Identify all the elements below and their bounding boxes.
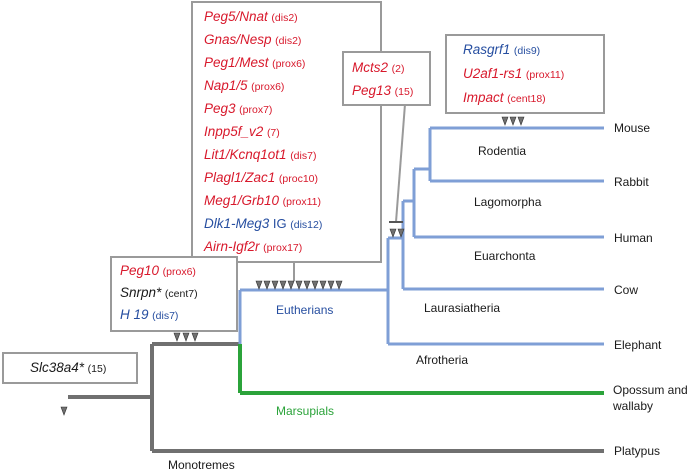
gene-location: (15) bbox=[87, 363, 107, 375]
gene-name: Peg3 bbox=[204, 101, 236, 116]
clade-eutherians: Eutherians bbox=[276, 303, 334, 317]
gene-name: Mcts2 bbox=[352, 60, 389, 75]
gene-location: (prox7) bbox=[239, 104, 273, 116]
species-rabbit: Rabbit bbox=[614, 175, 649, 189]
gene-name: H 19 bbox=[120, 307, 149, 322]
species-cow: Cow bbox=[614, 283, 639, 297]
gene-entry: Mcts2 (2) bbox=[352, 58, 404, 79]
gene-name: U2af1-rs1 bbox=[463, 66, 523, 81]
gene-name: Peg10 bbox=[120, 263, 160, 278]
gene-name: Peg13 bbox=[352, 83, 392, 98]
therian-gene-box: Peg10 (prox6)Snrpn* (cent7)H 19 (dis7) bbox=[110, 256, 238, 332]
gene-location: (prox11) bbox=[282, 196, 321, 208]
gene-location: (prox11) bbox=[525, 69, 565, 81]
gene-name: Inpp5f_v2 bbox=[204, 124, 264, 139]
gene-entry: H 19 (dis7) bbox=[120, 305, 178, 326]
gene-entry: Inpp5f_v2 (7) bbox=[204, 122, 280, 143]
gene-tag: IG bbox=[272, 216, 287, 231]
gene-name: Peg5/Nnat bbox=[204, 9, 268, 24]
gene-name: Plagl1/Zac1 bbox=[204, 170, 276, 185]
clade-marsupials: Marsupials bbox=[276, 404, 335, 418]
euarchontoglires-gene-box: Mcts2 (2)Peg13 (15) bbox=[342, 51, 431, 106]
gene-name: Peg1/Mest bbox=[204, 55, 269, 70]
eutherian-gene-box: Peg5/Nnat (dis2)Gnas/Nesp (dis2)Peg1/Mes… bbox=[191, 1, 382, 263]
species-human: Human bbox=[614, 231, 653, 245]
gene-name: Lit1/Kcnq1ot1 bbox=[204, 147, 287, 162]
gene-entry: U2af1-rs1 (prox11) bbox=[463, 64, 564, 85]
gene-location: (15) bbox=[394, 86, 414, 98]
gene-entry: Impact (cent18) bbox=[463, 88, 546, 109]
gene-entry: Peg3 (prox7) bbox=[204, 99, 272, 120]
gene-entry: Peg13 (15) bbox=[352, 81, 413, 102]
euarchontoglires-box-connector bbox=[395, 103, 406, 223]
gene-entry: Airn-Igf2r (prox17) bbox=[204, 237, 302, 258]
species-mouse: Mouse bbox=[614, 121, 651, 135]
gene-entry: Nap1/5 (prox6) bbox=[204, 76, 284, 97]
gene-entry: Gnas/Nesp (dis2) bbox=[204, 30, 301, 51]
gene-location: (dis2) bbox=[275, 35, 302, 47]
gene-location: (dis9) bbox=[513, 45, 541, 57]
gene-location: (prox6) bbox=[162, 266, 196, 278]
species-platypus: Platypus bbox=[614, 444, 661, 458]
species-elephant: Elephant bbox=[614, 338, 662, 352]
gene-name: Rasgrf1 bbox=[463, 42, 511, 57]
gene-entry: Rasgrf1 (dis9) bbox=[463, 40, 540, 61]
gene-name: Slc38a4* bbox=[30, 360, 85, 375]
gene-name: Gnas/Nesp bbox=[204, 32, 272, 47]
gene-entry: Peg1/Mest (prox6) bbox=[204, 53, 305, 74]
gene-entry: Meg1/Grb10 (prox11) bbox=[204, 191, 321, 212]
gene-name: Airn-Igf2r bbox=[204, 239, 260, 254]
gene-location: (prox17) bbox=[263, 242, 303, 254]
gene-location: (prox6) bbox=[272, 58, 306, 70]
clade-laurasiatheria: Laurasiatheria bbox=[424, 301, 501, 315]
gene-entry: Plagl1/Zac1 (proc10) bbox=[204, 168, 318, 189]
gene-entry: Snrpn* (cent7) bbox=[120, 283, 198, 304]
gene-location: (cent7) bbox=[164, 288, 198, 300]
gene-entry: Peg10 (prox6) bbox=[120, 261, 196, 282]
clade-euarchonta: Euarchonta bbox=[474, 249, 536, 263]
gene-location: (prox6) bbox=[251, 81, 285, 93]
gene-entry: Dlk1-Meg3 IG (dis12) bbox=[204, 214, 322, 235]
gene-entry: Peg5/Nnat (dis2) bbox=[204, 7, 298, 28]
gene-name: Impact bbox=[463, 90, 504, 105]
gene-name: Snrpn* bbox=[120, 285, 162, 300]
rodent-gene-box: Rasgrf1 (dis9) U2af1-rs1 (prox11) Impact (… bbox=[445, 34, 605, 114]
gene-name: Meg1/Grb10 bbox=[204, 193, 280, 208]
mammal-gene-box: Slc38a4* (15) bbox=[2, 352, 138, 384]
clade-lagomorpha: Lagomorpha bbox=[474, 195, 542, 209]
clade-rodentia: Rodentia bbox=[478, 144, 527, 158]
gene-entry: Slc38a4* (15) bbox=[30, 358, 106, 379]
gene-location: (dis7) bbox=[290, 150, 317, 162]
clade-afrotheria: Afrotheria bbox=[416, 353, 469, 367]
marker-mammal bbox=[60, 406, 68, 416]
gene-name: Nap1/5 bbox=[204, 78, 248, 93]
clade-monotremes: Monotremes bbox=[168, 458, 235, 472]
gene-location: (proc10) bbox=[278, 173, 319, 185]
species-opossum: Opossum and wallaby bbox=[613, 383, 688, 413]
gene-entry: Lit1/Kcnq1ot1 (dis7) bbox=[204, 145, 316, 166]
gene-location: (2) bbox=[391, 63, 405, 75]
gene-location: (dis12) bbox=[290, 219, 323, 231]
imprinting-markers bbox=[60, 116, 525, 416]
gene-location: (cent18) bbox=[507, 93, 546, 105]
gene-location: (dis2) bbox=[271, 12, 298, 24]
gene-location: (dis7) bbox=[152, 310, 179, 322]
gene-name: Dlk1-Meg3 bbox=[204, 216, 270, 231]
gene-location: (7) bbox=[266, 127, 280, 139]
